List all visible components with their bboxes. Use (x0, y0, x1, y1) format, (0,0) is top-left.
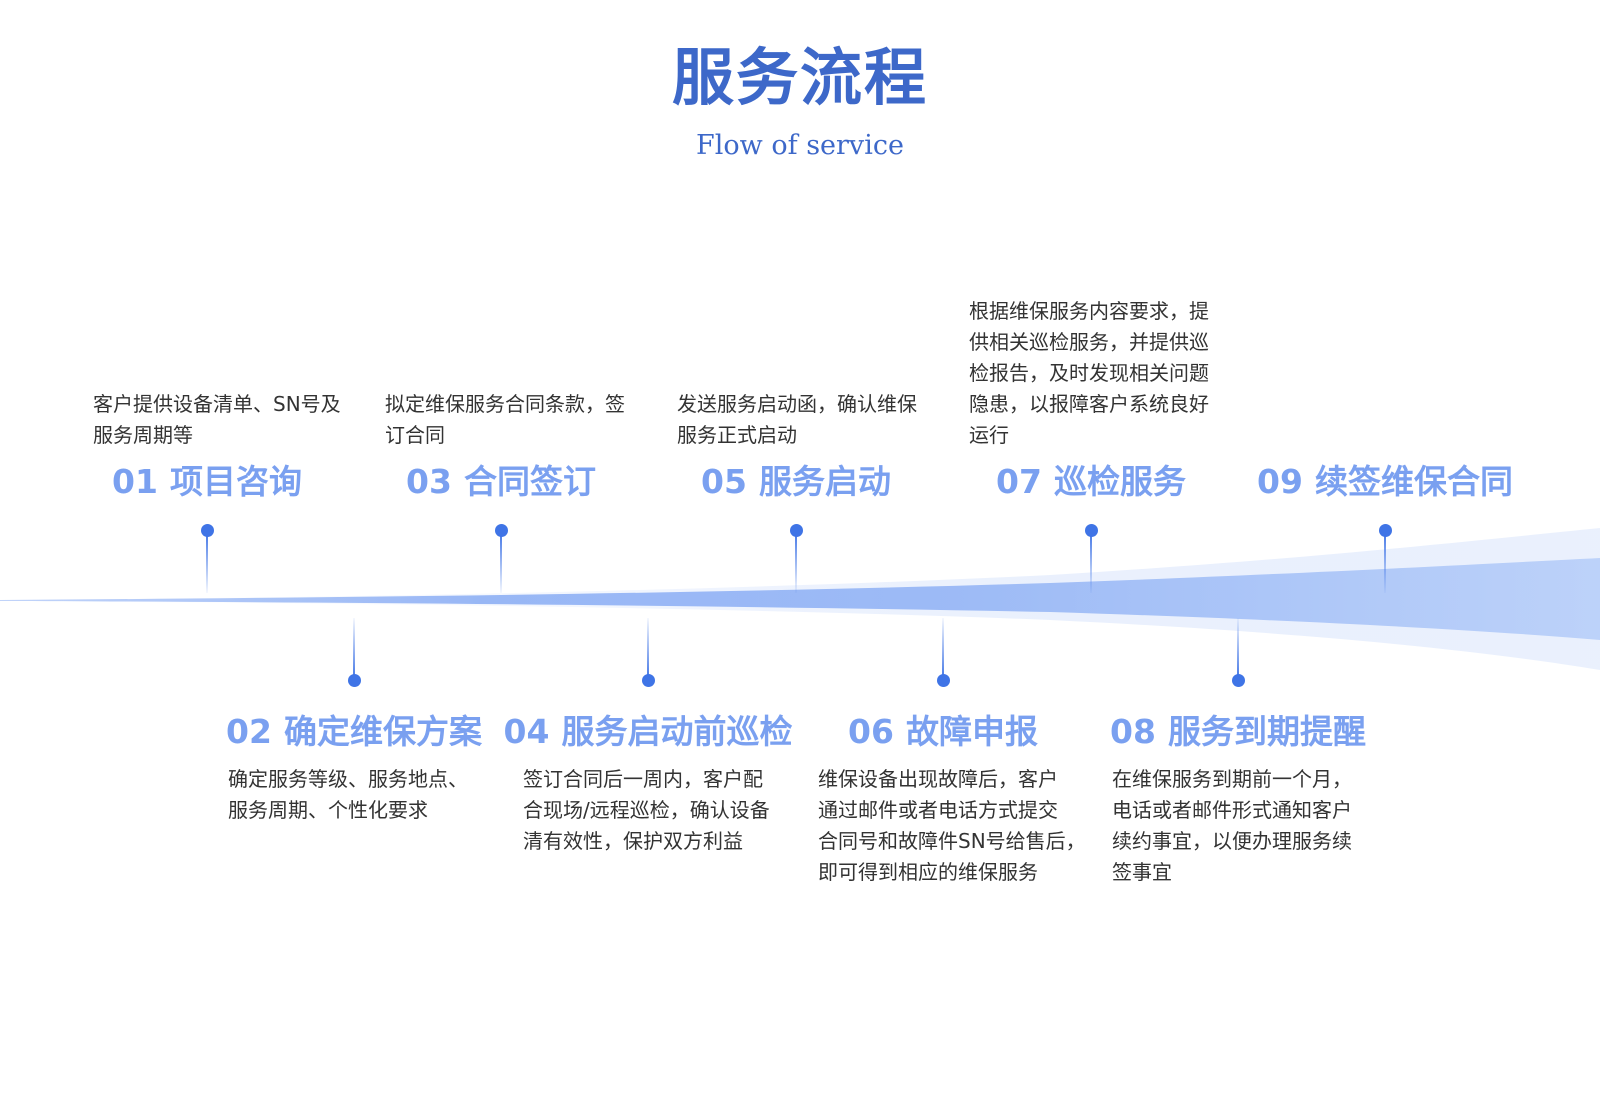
step-title: 服务到期提醒 (1167, 712, 1366, 751)
description-line: 电话或者邮件形式通知客户 (1112, 798, 1352, 822)
connector-line (647, 618, 649, 680)
description-line: 合现场/远程巡检，确认设备 (523, 798, 770, 822)
description-line: 发送服务启动函，确认维保 (677, 392, 917, 416)
step-title: 确定维保方案 (283, 712, 482, 751)
step-heading: 08 服务到期提醒 (1078, 710, 1398, 754)
step-heading: 01 项目咨询 (47, 460, 367, 504)
step-number: 01 (112, 462, 158, 501)
connector-line (942, 618, 944, 680)
node-dot (494, 523, 508, 537)
node-dot (1231, 673, 1245, 687)
step-heading: 02 确定维保方案 (194, 710, 514, 754)
description-line: 供相关巡检服务，并提供巡 (969, 330, 1209, 354)
node-dot (789, 523, 803, 537)
description-line: 运行 (969, 423, 1009, 447)
node-dot (1378, 523, 1392, 537)
connector-line (206, 531, 208, 593)
step-description: 维保设备出现故障后，客户 通过邮件或者电话方式提交 合同号和故障件SN号给售后，… (818, 764, 1088, 888)
connector-line (795, 531, 797, 593)
step-number: 02 (226, 712, 272, 751)
description-line: 根据维保服务内容要求，提 (969, 299, 1209, 323)
step-title: 故障申报 (905, 712, 1038, 751)
step-heading: 07 巡检服务 (931, 460, 1251, 504)
description-line: 客户提供设备清单、SN号及 (93, 392, 341, 416)
description-line: 在维保服务到期前一个月， (1112, 767, 1352, 791)
connector-line (1384, 531, 1386, 593)
step-heading: 03 合同签订 (341, 460, 661, 504)
step-description: 客户提供设备清单、SN号及 服务周期等 (93, 389, 355, 451)
step-number: 06 (848, 712, 894, 751)
connector-line (353, 618, 355, 680)
description-line: 订合同 (385, 423, 445, 447)
step-heading: 05 服务启动 (636, 460, 956, 504)
node-dot (1084, 523, 1098, 537)
step-number: 03 (406, 462, 452, 501)
step-description: 发送服务启动函，确认维保 服务正式启动 (677, 389, 939, 451)
description-line: 检报告，及时发现相关问题 (969, 361, 1209, 385)
description-line: 签事宜 (1112, 860, 1172, 884)
step-title: 合同签订 (463, 462, 596, 501)
description-line: 服务周期、个性化要求 (228, 798, 428, 822)
description-line: 维保设备出现故障后，客户 (818, 767, 1058, 791)
description-line: 签订合同后一周内，客户配 (523, 767, 763, 791)
page-subtitle: Flow of service (696, 130, 904, 161)
node-dot (200, 523, 214, 537)
step-description: 确定服务等级、服务地点、 服务周期、个性化要求 (228, 764, 490, 826)
connector-line (500, 531, 502, 593)
step-description: 拟定维保服务合同条款，签 订合同 (385, 389, 647, 451)
step-description: 签订合同后一周内，客户配 合现场/远程巡检，确认设备 清有效性，保护双方利益 (523, 764, 785, 857)
step-title: 服务启动 (758, 462, 891, 501)
page-title: 服务流程 (671, 41, 928, 114)
step-description: 在维保服务到期前一个月， 电话或者邮件形式通知客户 续约事宜，以便办理服务续 签… (1112, 764, 1374, 888)
step-heading: 04 服务启动前巡检 (488, 710, 808, 754)
description-line: 通过邮件或者电话方式提交 (818, 798, 1058, 822)
description-line: 服务正式启动 (677, 423, 797, 447)
description-line: 合同号和故障件SN号给售后， (818, 829, 1086, 853)
connector-line (1237, 618, 1239, 680)
step-description: 根据维保服务内容要求，提 供相关巡检服务，并提供巡 检报告，及时发现相关问题 隐… (969, 296, 1231, 451)
step-title: 服务启动前巡检 (561, 712, 793, 751)
description-line: 服务周期等 (93, 423, 193, 447)
step-number: 04 (503, 712, 550, 751)
node-dot (936, 673, 950, 687)
connector-line (1090, 531, 1092, 593)
description-line: 隐患，以报障客户系统良好 (969, 392, 1209, 416)
step-number: 05 (701, 462, 747, 501)
step-number: 08 (1110, 712, 1156, 751)
step-title: 项目咨询 (169, 462, 302, 501)
node-dot (641, 673, 655, 687)
node-dot (347, 673, 361, 687)
step-number: 07 (996, 462, 1042, 501)
description-line: 即可得到相应的维保服务 (818, 860, 1038, 884)
step-title: 巡检服务 (1053, 462, 1186, 501)
description-line: 拟定维保服务合同条款，签 (385, 392, 625, 416)
step-title: 续签维保合同 (1314, 462, 1513, 501)
description-line: 确定服务等级、服务地点、 (228, 767, 468, 791)
description-line: 续约事宜，以便办理服务续 (1112, 829, 1352, 853)
description-line: 清有效性，保护双方利益 (523, 829, 743, 853)
step-heading: 09 续签维保合同 (1225, 460, 1545, 504)
step-number: 09 (1257, 462, 1303, 501)
step-heading: 06 故障申报 (783, 710, 1103, 754)
